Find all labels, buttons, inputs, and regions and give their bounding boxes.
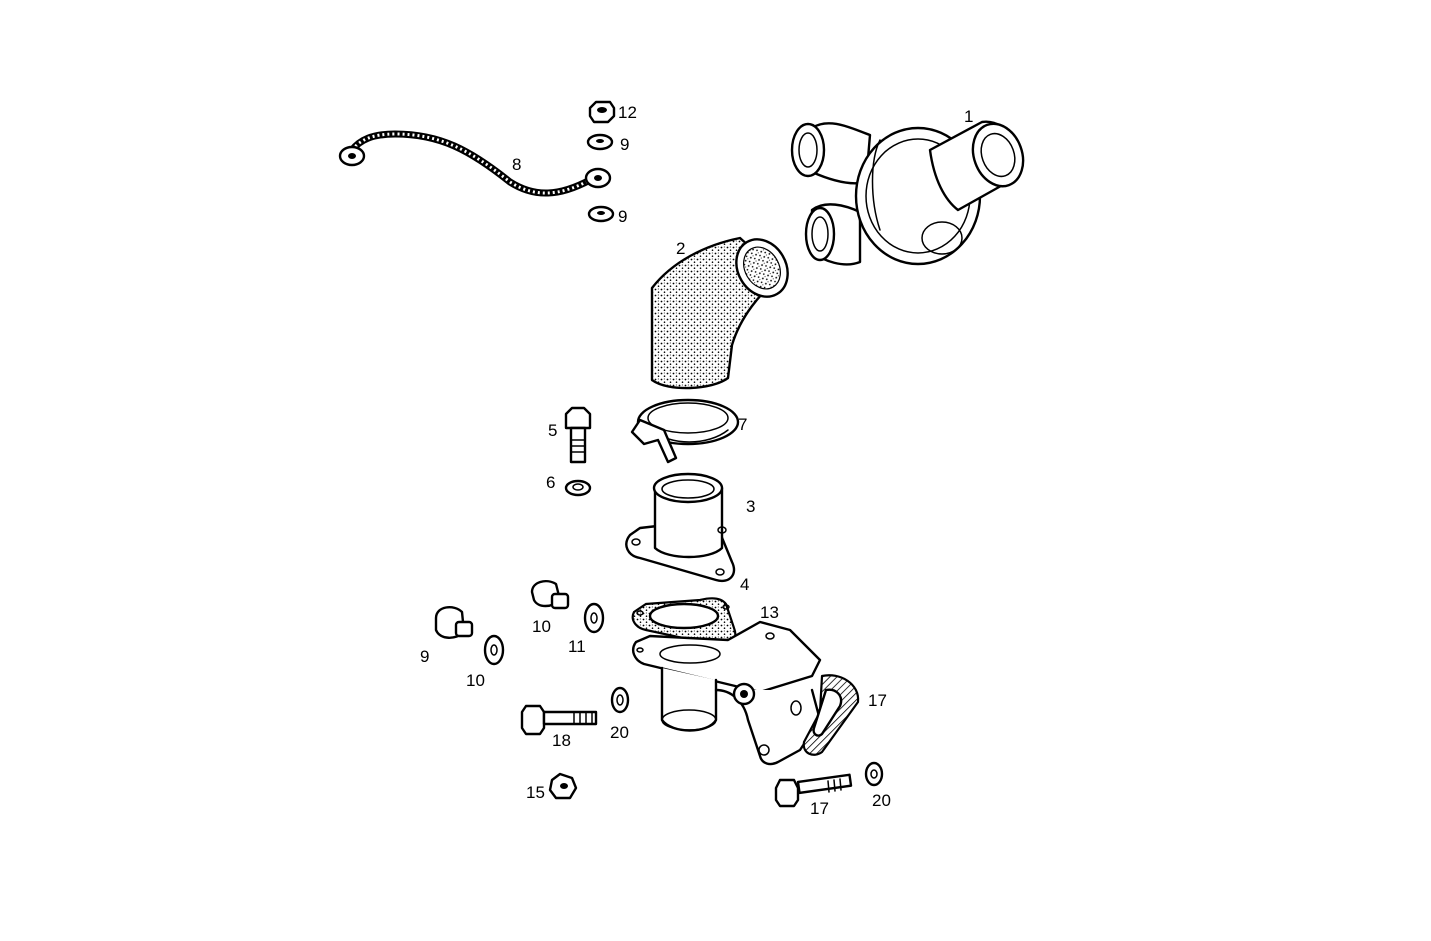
callout-9-upper: 9: [620, 135, 629, 154]
callout-10: 12: [618, 103, 637, 122]
callout-14: 11: [568, 637, 586, 656]
callout-12: 9: [420, 647, 429, 666]
washer-20-right: [864, 761, 884, 787]
pump-housing: [632, 620, 822, 766]
washer-upper: [586, 133, 614, 151]
callout-8: 8: [512, 155, 521, 174]
callout-15: 13: [760, 603, 779, 622]
callout-16: 15: [526, 783, 545, 802]
callout-18: 17: [810, 799, 829, 818]
callout-11: 10: [466, 671, 485, 690]
washer: [564, 479, 592, 497]
thermostat-housing: [790, 120, 1025, 266]
washer-14: [583, 602, 605, 634]
callout-19: 18: [552, 731, 571, 750]
hose-clamp: [630, 398, 740, 464]
nut-16: [548, 772, 578, 800]
washer-11: [483, 634, 505, 666]
callout-4: 4: [740, 575, 749, 594]
plug-upper: [530, 580, 570, 610]
elbow-hose: [650, 236, 789, 390]
callout-20-right: 20: [872, 791, 891, 810]
outlet-flange: [625, 472, 736, 583]
nut: [588, 100, 616, 124]
callout-1: 1: [964, 107, 973, 126]
ground-strap: [338, 130, 612, 197]
callout-5: 5: [548, 421, 557, 440]
callout-6: 6: [546, 473, 555, 492]
washer-lower: [587, 205, 615, 223]
callout-20-left: 20: [610, 723, 629, 742]
bolt-19: [520, 704, 598, 736]
callout-13: 10: [532, 617, 551, 636]
callout-3: 3: [746, 497, 755, 516]
plug-lower: [434, 606, 474, 639]
washer-20-left: [610, 686, 630, 714]
callout-7: 7: [738, 415, 747, 434]
bolt: [564, 406, 592, 464]
side-gasket: [802, 674, 860, 756]
callout-2: 2: [676, 239, 685, 258]
callout-9-lower: 9: [618, 207, 627, 226]
bolt-18: [774, 773, 853, 808]
callout-17: 17: [868, 691, 887, 710]
gasket: [631, 597, 737, 648]
